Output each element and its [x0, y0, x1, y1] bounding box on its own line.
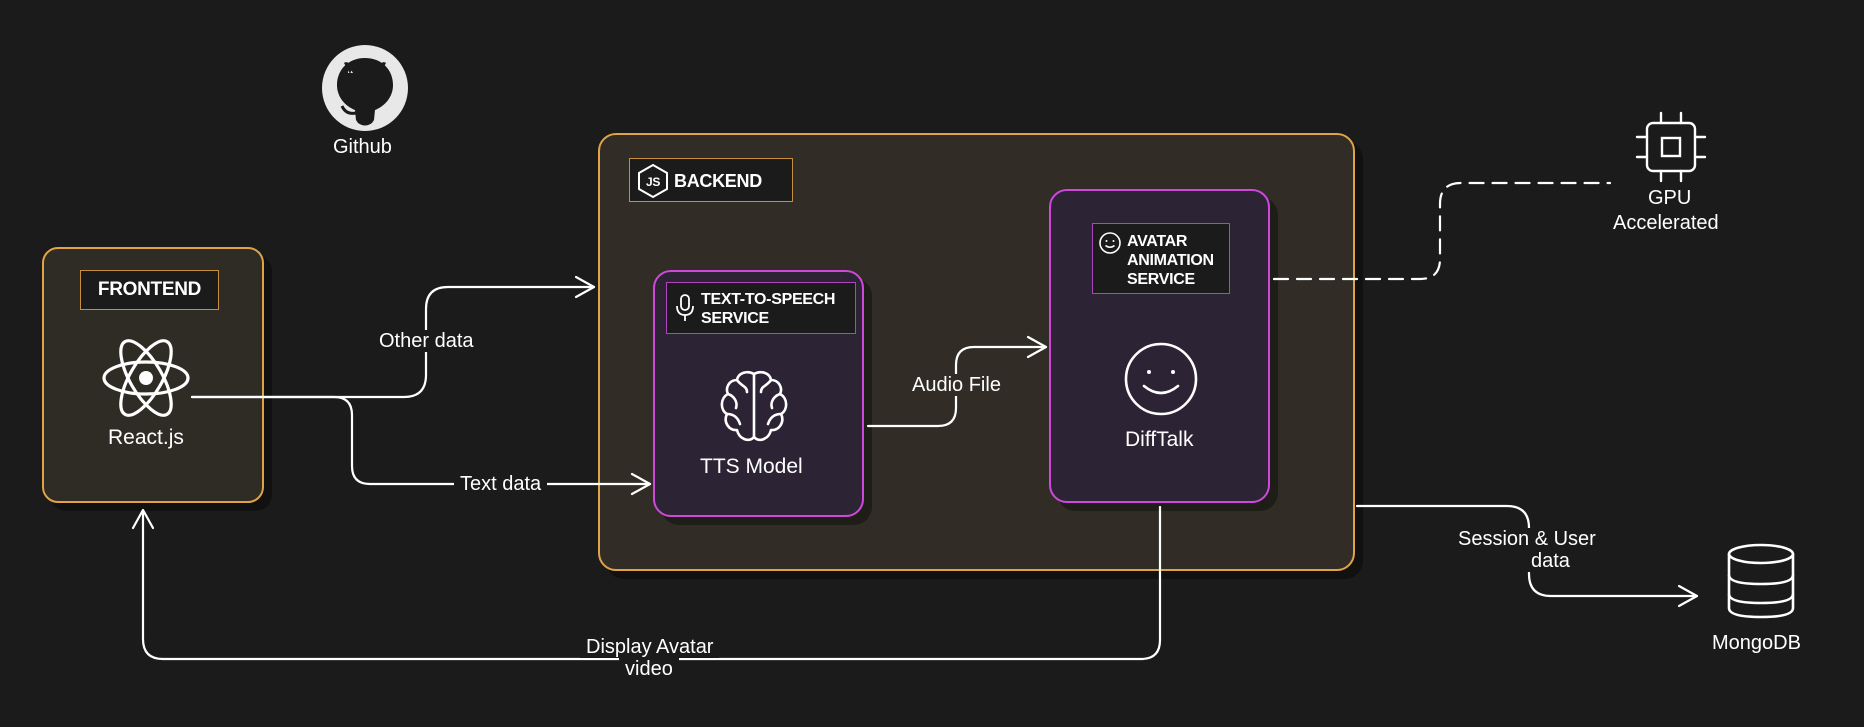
edge-text-data [190, 395, 652, 486]
frontend-tag: FRONTEND [80, 270, 219, 310]
frontend-label: React.js [108, 426, 184, 449]
edge-label-session-line2: data [1525, 550, 1576, 572]
avatar-tag-line2: ANIMATION [1127, 252, 1214, 269]
github-icon [322, 45, 408, 131]
database-icon [1727, 543, 1795, 619]
cpu-chip-icon [1635, 111, 1707, 183]
nodejs-icon: JS [638, 163, 668, 199]
edge-gpu [1272, 181, 1612, 281]
edge-label-display-line2: video [619, 658, 679, 680]
react-icon [102, 339, 190, 417]
github-label: Github [333, 136, 392, 158]
smiley-icon [1124, 342, 1198, 416]
smiley-icon [1099, 232, 1121, 254]
avatar-tag-line1: AVATAR [1127, 233, 1188, 250]
avatar-label: DiffTalk [1125, 428, 1194, 451]
microphone-icon [676, 294, 694, 321]
tts-label: TTS Model [700, 455, 803, 478]
tts-tag-line2: SERVICE [701, 310, 769, 327]
tts-tag: TEXT-TO-SPEECH SERVICE [666, 282, 856, 334]
svg-text:JS: JS [646, 175, 660, 189]
brain-icon [720, 370, 788, 442]
avatar-tag-line3: SERVICE [1127, 271, 1195, 288]
edge-label-display-line1: Display Avatar [580, 636, 720, 658]
edge-label-text-data: Text data [454, 473, 548, 495]
backend-tag-label: BACKEND [674, 171, 762, 191]
edge-label-audio-file: Audio File [906, 374, 1007, 396]
avatar-tag: AVATAR ANIMATION SERVICE [1092, 223, 1230, 294]
mongodb-label: MongoDB [1712, 632, 1801, 654]
backend-tag: JS BACKEND [629, 158, 793, 202]
avatar-service-box [1049, 189, 1270, 503]
edge-label-other-data: Other data [373, 330, 480, 352]
tts-tag-line1: TEXT-TO-SPEECH [701, 291, 836, 308]
edge-label-session-line1: Session & User [1452, 528, 1602, 550]
gpu-label-line1: GPU [1648, 187, 1692, 209]
gpu-label-line2: Accelerated [1613, 212, 1719, 234]
